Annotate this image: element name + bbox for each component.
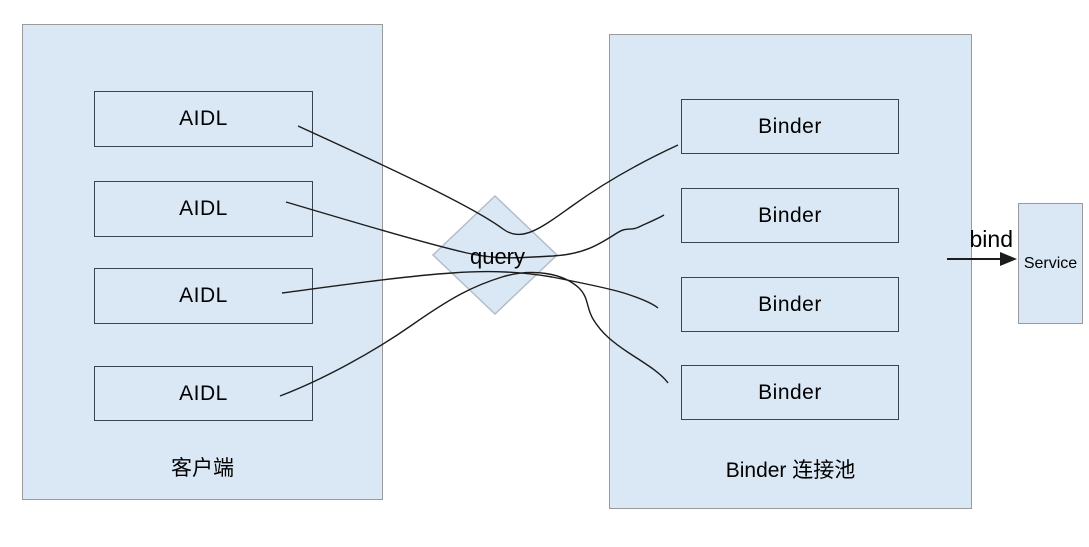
- aidl-box-4-label: AIDL: [179, 381, 228, 405]
- aidl-box-2: AIDL: [94, 181, 313, 237]
- binder-box-2-label: Binder: [758, 203, 822, 227]
- binder-box-4: Binder: [681, 365, 899, 420]
- binder-box-3: Binder: [681, 277, 899, 332]
- aidl-box-3-label: AIDL: [179, 284, 228, 307]
- service-box-label: Service: [1023, 254, 1078, 272]
- binder-pool-label: Binder 连接池: [725, 459, 856, 482]
- aidl-box-1: AIDL: [94, 91, 313, 147]
- client-container-label: 客户端: [171, 457, 234, 480]
- aidl-box-1-label: AIDL: [179, 107, 228, 130]
- aidl-box-4: AIDL: [94, 366, 313, 421]
- service-box: Service: [1018, 203, 1083, 324]
- binder-box-4-label: Binder: [758, 380, 822, 404]
- binder-box-1: Binder: [681, 99, 899, 154]
- binder-box-3-label: Binder: [758, 292, 822, 316]
- binder-box-2: Binder: [681, 188, 899, 243]
- aidl-box-3: AIDL: [94, 268, 313, 324]
- client-container: AIDL AIDL AIDL AIDL 客户端: [22, 24, 383, 500]
- bind-arrow-head: [1000, 252, 1017, 266]
- query-label: query: [469, 244, 526, 269]
- aidl-box-2-label: AIDL: [179, 197, 228, 220]
- binder-box-1-label: Binder: [758, 114, 822, 138]
- binder-pool-container: Binder Binder Binder Binder Binder 连接池: [609, 34, 972, 509]
- bind-label: bind: [969, 226, 1013, 252]
